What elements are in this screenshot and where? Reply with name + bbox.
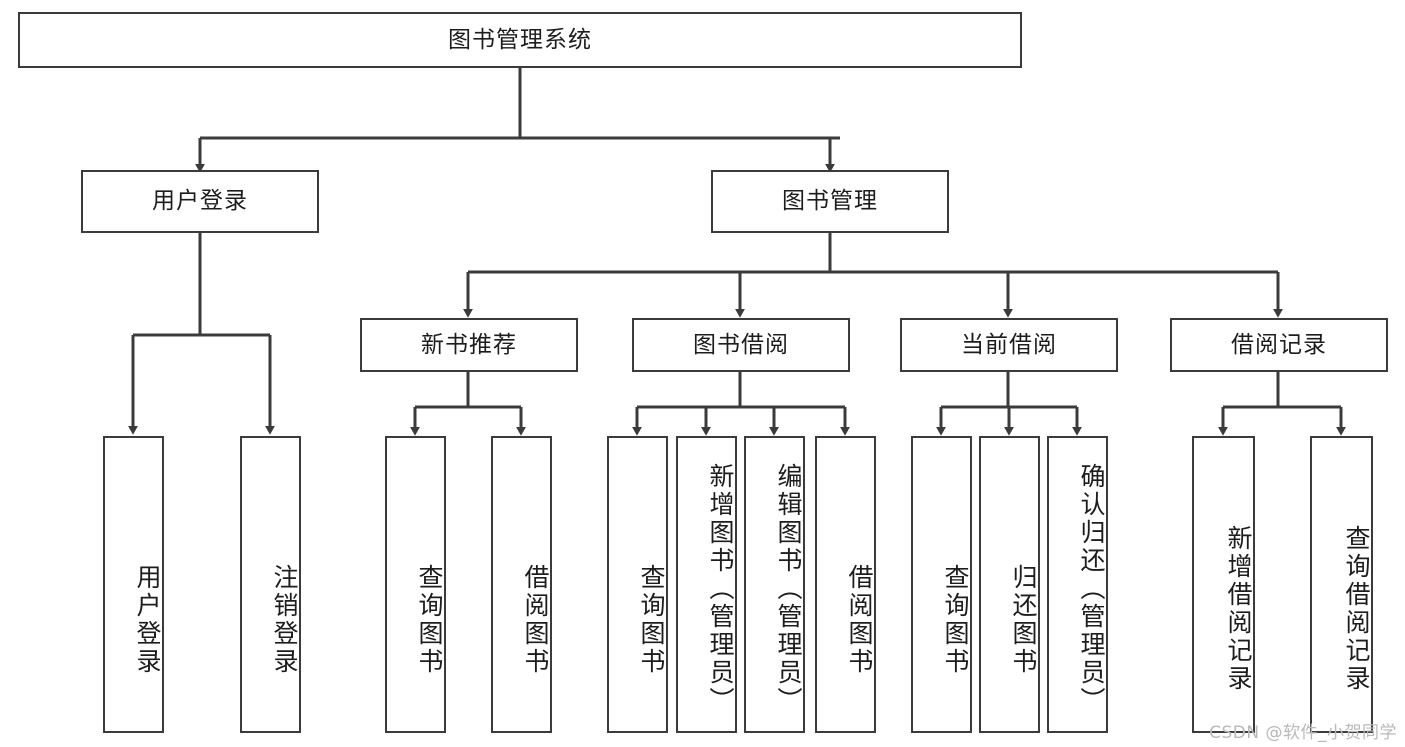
node-book-management[interactable]: 图书管理 (711, 170, 949, 233)
leaf-return-book[interactable]: 归还图书 (979, 436, 1040, 733)
node-current-borrow[interactable]: 当前借阅 (900, 318, 1118, 372)
leaf-borrow-book-borrow[interactable]: 借阅图书 (815, 436, 876, 733)
leaf-borrow-book-recommend[interactable]: 借阅图书 (491, 436, 552, 733)
node-book-borrow[interactable]: 图书借阅 (632, 318, 850, 372)
csdn-watermark: CSDN @软件_小贺同学 (1209, 723, 1397, 743)
leaf-user-login[interactable]: 用户登录 (103, 436, 164, 733)
leaf-logout-login[interactable]: 注销登录 (240, 436, 301, 733)
node-root-book-management-system[interactable]: 图书管理系统 (18, 12, 1022, 68)
leaf-add-book-admin[interactable]: 新增图书（管理员） (676, 436, 737, 733)
leaf-add-borrow-record[interactable]: 新增借阅记录 (1192, 436, 1255, 733)
leaf-query-borrow-record[interactable]: 查询借阅记录 (1310, 436, 1373, 733)
node-new-book-recommend[interactable]: 新书推荐 (360, 318, 578, 372)
leaf-query-book-current[interactable]: 查询图书 (911, 436, 972, 733)
leaf-confirm-return-admin[interactable]: 确认归还（管理员） (1047, 436, 1108, 733)
node-user-login[interactable]: 用户登录 (81, 170, 319, 233)
leaf-query-book-borrow[interactable]: 查询图书 (607, 436, 668, 733)
leaf-edit-book-admin[interactable]: 编辑图书（管理员） (744, 436, 805, 733)
leaf-query-book-recommend[interactable]: 查询图书 (385, 436, 446, 733)
node-borrow-record[interactable]: 借阅记录 (1170, 318, 1388, 372)
